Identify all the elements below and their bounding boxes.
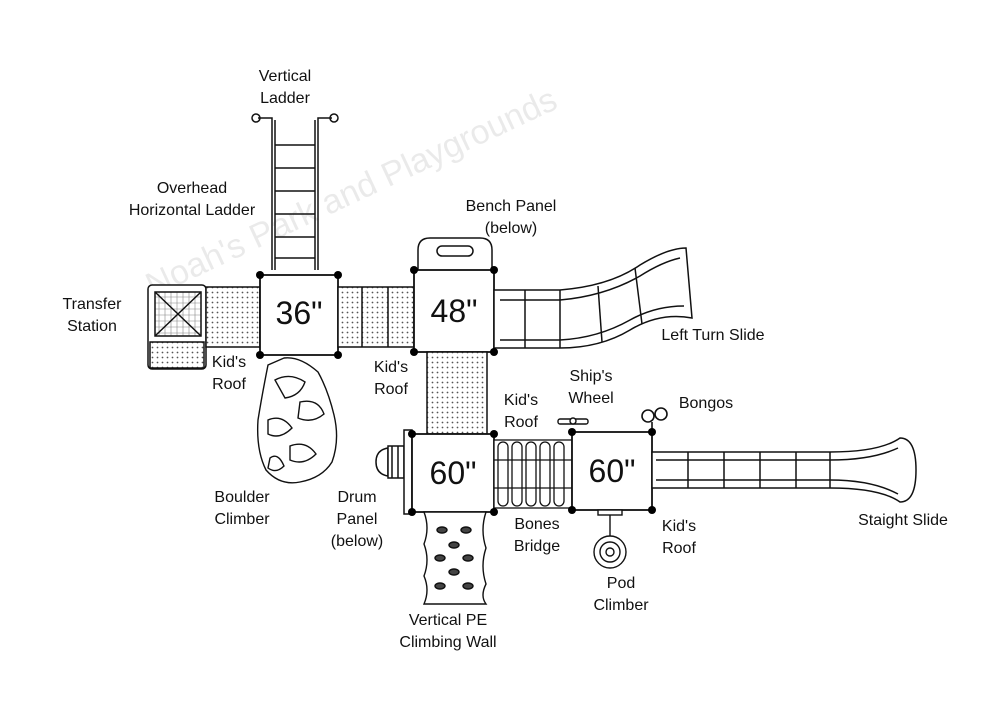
transfer-station	[147, 284, 207, 370]
deck-36	[259, 274, 339, 356]
label-straight-slide: Staight Slide	[858, 512, 948, 529]
deck-48-height: 48"	[431, 293, 478, 329]
bones-bridge	[493, 439, 573, 509]
label-bench-panel: Bench Panel(below)	[465, 198, 557, 237]
straight-slide	[651, 437, 917, 503]
deck-60-right	[571, 431, 653, 511]
deck-60-right-height: 60"	[589, 453, 636, 489]
bench-panel	[417, 237, 493, 270]
drum-panel	[375, 429, 413, 515]
deck-36-height: 36"	[276, 295, 323, 331]
walkway-left	[205, 286, 261, 348]
ships-wheel	[557, 417, 589, 425]
deck-60-left-height: 60"	[430, 455, 477, 491]
label-left-turn-slide: Left Turn Slide	[661, 327, 765, 344]
label-bongos: Bongos	[678, 395, 734, 412]
deck-posts	[256, 266, 656, 516]
bongos	[641, 407, 668, 432]
deck-60-left	[411, 433, 495, 513]
walkway-center	[426, 351, 488, 435]
overhead-horizontal-ladder	[337, 286, 415, 348]
left-turn-slide	[493, 247, 693, 349]
vertical-ladder	[251, 113, 339, 270]
boulder-climber	[256, 357, 338, 484]
pod-climber	[593, 509, 627, 569]
vertical-pe-climbing-wall	[422, 511, 488, 605]
